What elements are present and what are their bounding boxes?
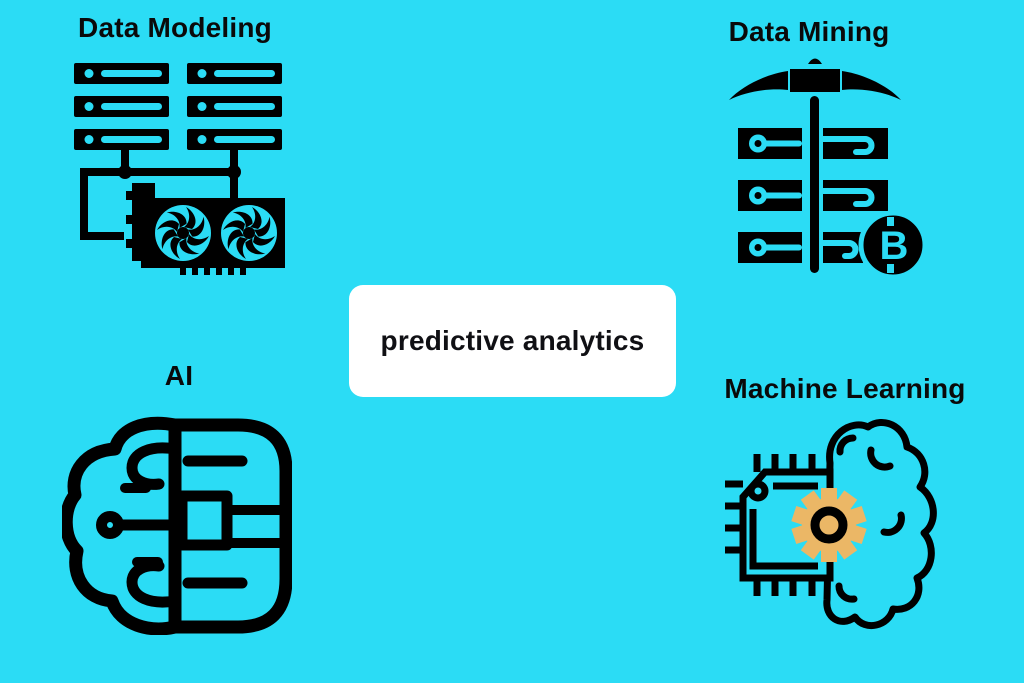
machine-learning-label: Machine Learning	[724, 373, 966, 404]
center-topic-text: predictive analytics	[380, 325, 645, 356]
ai-label: AI	[164, 360, 194, 391]
chip-brain-gear-icon	[725, 419, 937, 630]
pickaxe-servers-bitcoin-icon: B	[729, 58, 928, 280]
svg-text:B: B	[880, 224, 909, 268]
center-topic-box: predictive analytics	[349, 285, 676, 397]
brain-circuit-icon	[62, 416, 292, 635]
data-mining-label: Data Mining	[728, 16, 890, 47]
data-modeling-label: Data Modeling	[78, 12, 272, 43]
server-gpu-icon	[74, 63, 285, 275]
